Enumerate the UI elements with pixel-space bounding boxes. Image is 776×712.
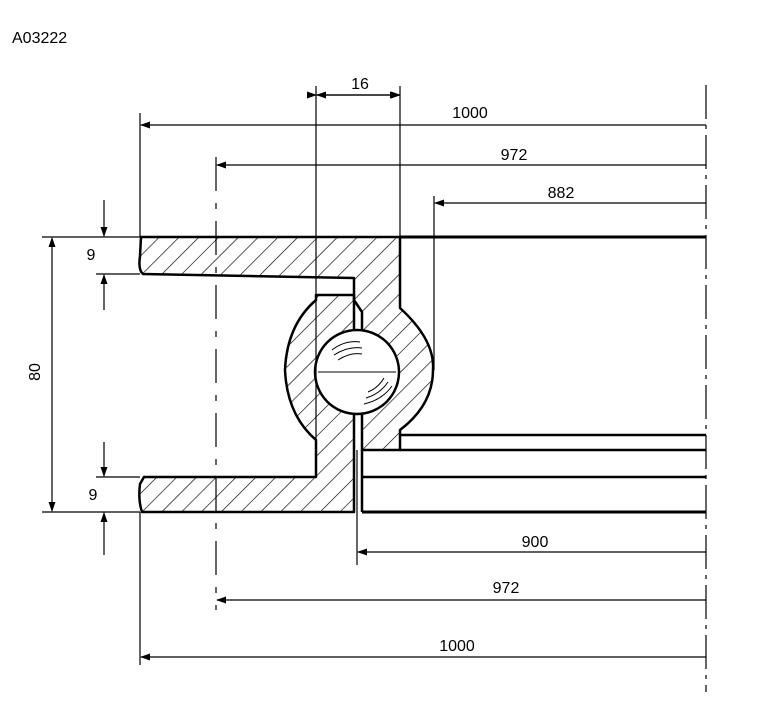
drawing-code: A03222: [12, 30, 68, 47]
dim-pitch-diameter-bottom: 972: [493, 580, 520, 597]
rolling-ball: [313, 328, 401, 416]
dim-pitch-diameter-top: 972: [501, 147, 528, 164]
ring-body-lines: [360, 235, 706, 514]
dim-flange-thickness-top: 9: [87, 247, 96, 264]
dim-inner-diameter-top: 882: [548, 185, 575, 202]
dim-outer-diameter-top: 1000: [452, 105, 488, 122]
dim-ball-width: 16: [351, 76, 369, 93]
outer-ring-section: [138, 235, 435, 452]
dim-flange-thickness-bottom: 9: [89, 487, 98, 504]
extension-lines: [42, 85, 707, 692]
dim-total-height: 80: [27, 363, 44, 381]
dim-inner-diameter-bottom: 900: [522, 534, 549, 551]
dim-outer-diameter-bottom: 1000: [439, 638, 475, 655]
inner-ring-section: [138, 293, 356, 514]
